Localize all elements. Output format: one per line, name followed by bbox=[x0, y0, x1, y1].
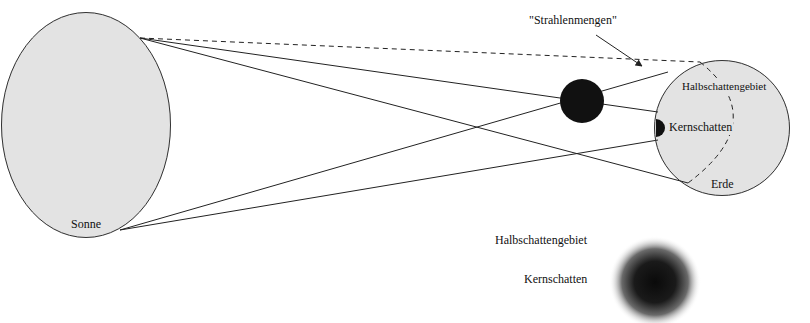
legend-label: Kernschatten bbox=[523, 273, 588, 287]
sun-circle: Sonne bbox=[1, 12, 171, 238]
moon bbox=[560, 79, 604, 123]
region-label: Halbschattengebiet bbox=[681, 80, 767, 93]
region-label: Kernschatten bbox=[668, 121, 733, 135]
callout-label: "Strahlenmengen" bbox=[528, 14, 618, 28]
legend-label: Halbschattengebiet bbox=[494, 234, 588, 248]
umbra-spot bbox=[656, 119, 665, 137]
node-label: Erde bbox=[711, 178, 734, 192]
ray-line bbox=[120, 72, 668, 230]
dashed-ray bbox=[140, 38, 700, 62]
earth-fill bbox=[654, 60, 790, 196]
node-border bbox=[2, 13, 171, 238]
ray-line bbox=[140, 38, 688, 183]
sun-fill bbox=[1, 12, 171, 238]
node-outline bbox=[1, 12, 171, 238]
node-label: Sonne bbox=[71, 218, 101, 232]
leader-arrow bbox=[596, 35, 642, 66]
shadow-disc bbox=[609, 236, 701, 323]
node-border bbox=[655, 61, 790, 196]
